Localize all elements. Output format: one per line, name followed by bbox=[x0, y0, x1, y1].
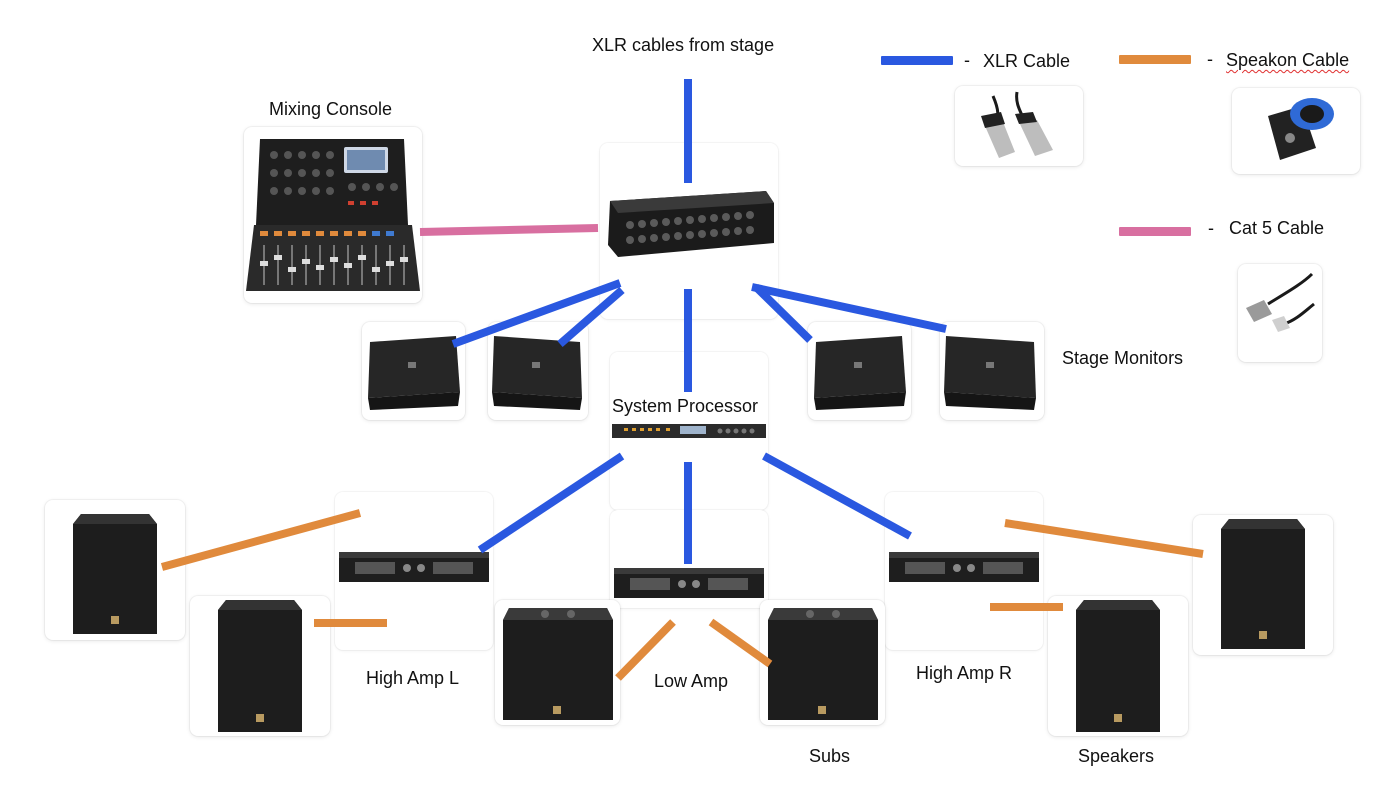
legend-cat5-swatch bbox=[1119, 227, 1191, 236]
low-amp-image bbox=[610, 510, 768, 608]
speaker-l-inner-image bbox=[190, 596, 330, 736]
legend-cat5-dash: - bbox=[1208, 218, 1214, 238]
legend-cat5-label: Cat 5 Cable bbox=[1229, 218, 1325, 238]
legend-speakon-dash: - bbox=[1207, 49, 1213, 69]
mixing-console-image bbox=[244, 127, 422, 303]
system-processor-image bbox=[610, 352, 768, 510]
xlr-from-stage-label: XLR cables from stage bbox=[592, 35, 775, 55]
speaker-r-outer-image bbox=[1193, 515, 1333, 655]
high-amp-l-label: High Amp L bbox=[366, 668, 460, 688]
stage-monitor-3-image bbox=[808, 322, 911, 420]
high-amp-r-label: High Amp R bbox=[916, 663, 1013, 683]
stage-monitor-1-image bbox=[362, 322, 465, 420]
legend-xlr-label: XLR Cable bbox=[983, 51, 1071, 71]
xlr-connector-icon bbox=[955, 86, 1083, 166]
legend-xlr-swatch bbox=[881, 56, 953, 65]
speakon-connector-icon bbox=[1232, 88, 1360, 174]
sub-left-image bbox=[495, 600, 620, 725]
cat5-connector-icon bbox=[1238, 264, 1322, 362]
stage-box-image bbox=[600, 143, 778, 319]
system-processor-label: System Processor bbox=[612, 396, 759, 416]
cat5-cable-console bbox=[419, 224, 599, 236]
speakon-cable-speaker-l-outer bbox=[160, 509, 362, 571]
low-amp-label: Low Amp bbox=[654, 671, 729, 691]
legend-speakon-swatch bbox=[1119, 55, 1191, 64]
speaker-r-inner-image bbox=[1048, 596, 1188, 736]
high-amp-r-image bbox=[885, 492, 1043, 650]
stage-monitors-label: Stage Monitors bbox=[1062, 348, 1184, 368]
speaker-l-outer-image bbox=[45, 500, 185, 640]
legend-speakon-label: Speakon Cable bbox=[1226, 49, 1349, 71]
legend-xlr-dash: - bbox=[964, 50, 970, 70]
xlr-cable-high-amp-l bbox=[477, 452, 625, 554]
sub-right-image bbox=[760, 600, 885, 725]
stage-monitor-4-image bbox=[940, 322, 1044, 420]
stage-monitor-2-image bbox=[488, 322, 588, 420]
high-amp-l-image bbox=[335, 492, 493, 650]
speakers-label: Speakers bbox=[1078, 746, 1155, 766]
subs-label: Subs bbox=[809, 746, 851, 766]
mixing-console-label: Mixing Console bbox=[269, 99, 393, 119]
legend-speakon-text: Speakon Cable bbox=[1226, 50, 1350, 70]
